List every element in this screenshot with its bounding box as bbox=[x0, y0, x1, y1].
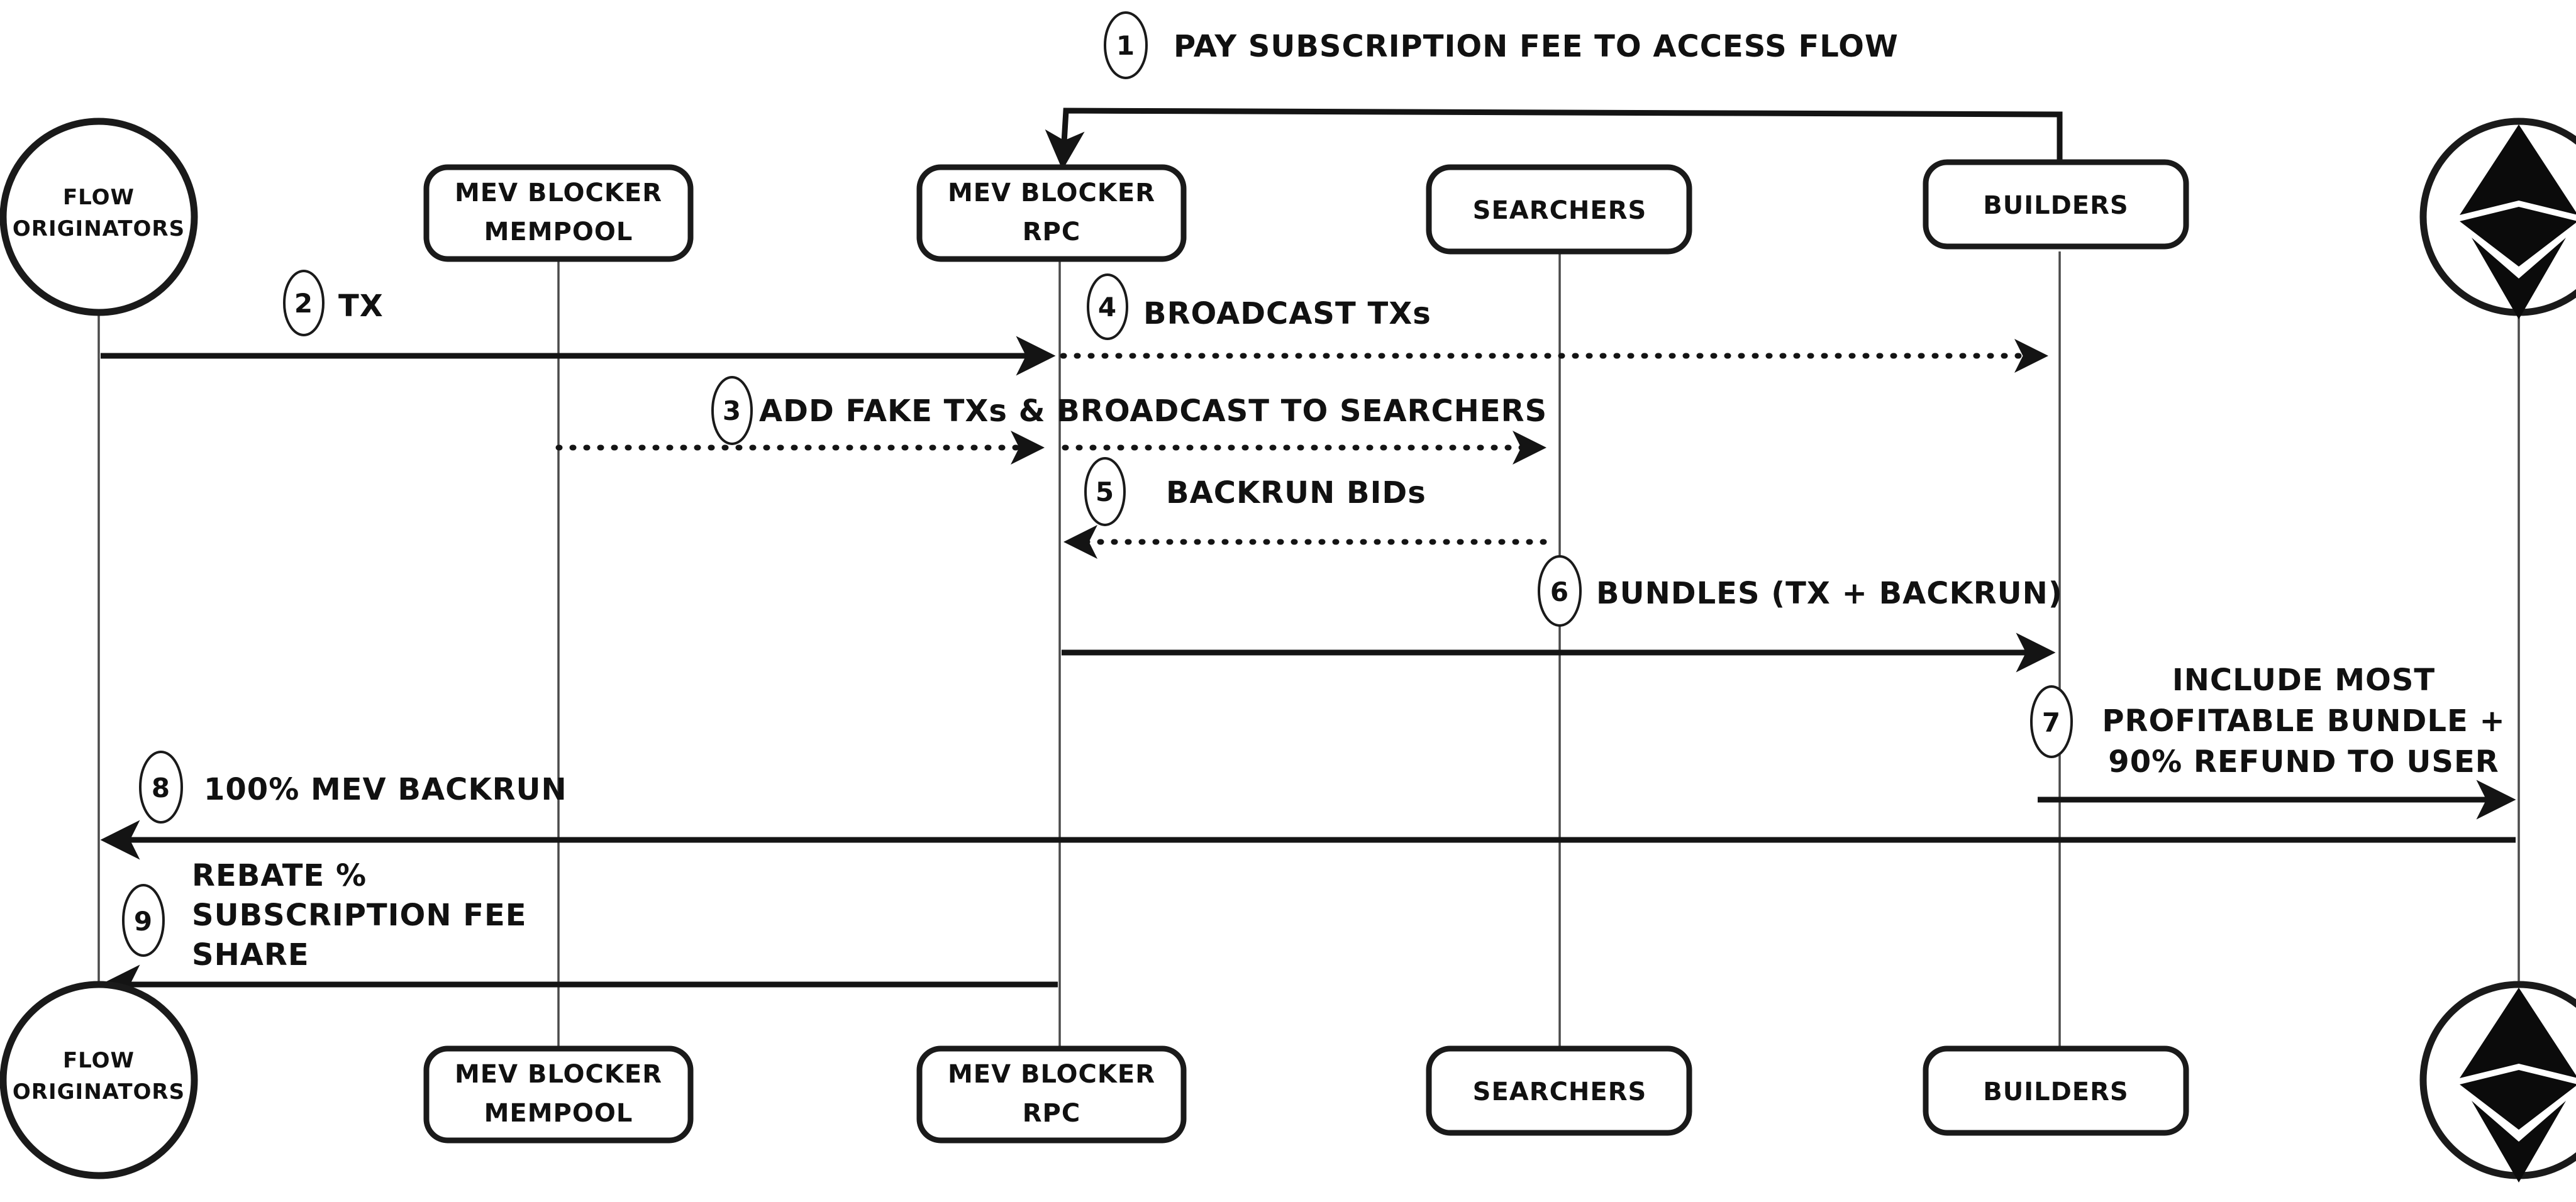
participant-builders-top[interactable]: BUILDERS bbox=[1923, 159, 2189, 250]
message-7-label-line1: INCLUDE MOST bbox=[2172, 663, 2435, 698]
message-8-group: 8 100% MEV BACKRUN bbox=[100, 751, 2516, 860]
message-2-label: TX bbox=[338, 289, 384, 324]
message-5-label: BACKRUN BIDs bbox=[1166, 475, 1426, 510]
mev-blocker-mempool-label-line1-top: MEV BLOCKER bbox=[455, 179, 662, 207]
message-7-label-line2: PROFITABLE BUNDLE + bbox=[2102, 703, 2505, 739]
message-1-label: PAY SUBSCRIPTION FEE TO ACCESS FLOW bbox=[1174, 29, 1899, 64]
message-1-group: 1 PAY SUBSCRIPTION FEE TO ACCESS FLOW bbox=[1045, 11, 2063, 201]
message-3-label: ADD FAKE TXs & BROADCAST TO SEARCHERS bbox=[759, 394, 1547, 429]
participant-mev-blocker-mempool-top[interactable]: MEV BLOCKER MEMPOOL bbox=[423, 164, 694, 262]
message-2-group: 2 TX bbox=[101, 270, 1056, 376]
mev-blocker-mempool-box-top[interactable] bbox=[423, 164, 694, 262]
builders-box-bottom[interactable] bbox=[1923, 1045, 2189, 1136]
searchers-label-top: SEARCHERS bbox=[1473, 196, 1647, 225]
message-6-group: 6 BUNDLES (TX + BACKRUN) bbox=[1062, 555, 2063, 673]
mev-blocker-rpc-label-line1-top: MEV BLOCKER bbox=[948, 179, 1155, 207]
message-9-label-line1: REBATE % bbox=[192, 858, 367, 893]
participant-mev-blocker-rpc-top[interactable]: MEV BLOCKER RPC bbox=[916, 164, 1187, 262]
participant-mev-blocker-rpc-bottom[interactable]: MEV BLOCKER RPC bbox=[916, 1045, 1187, 1144]
builders-box-top[interactable] bbox=[1923, 159, 2189, 250]
mev-blocker-rpc-label-line2-top: RPC bbox=[1023, 218, 1080, 246]
mev-blocker-rpc-box-bottom[interactable] bbox=[916, 1045, 1187, 1144]
participant-flow-originators-bottom[interactable]: FLOW ORIGINATORS bbox=[0, 981, 198, 1179]
message-8-number-badge bbox=[139, 751, 183, 824]
message-5-group: 5 BACKRUN BIDs bbox=[1063, 457, 1547, 559]
searchers-box-top[interactable] bbox=[1426, 164, 1692, 255]
message-4-number: 4 bbox=[1098, 292, 1117, 323]
builders-label-bottom: BUILDERS bbox=[1983, 1078, 2128, 1106]
message-8-label: 100% MEV BACKRUN bbox=[204, 772, 567, 807]
builders-label-top: BUILDERS bbox=[1983, 191, 2128, 220]
message-7-label-line3: 90% REFUND TO USER bbox=[2108, 744, 2499, 780]
message-8-number: 8 bbox=[152, 773, 170, 803]
message-4-number-badge bbox=[1087, 273, 1128, 340]
mev-blocker-rpc-box-top[interactable] bbox=[916, 164, 1187, 262]
participant-builders-bottom[interactable]: BUILDERS bbox=[1923, 1045, 2189, 1136]
participant-searchers-top[interactable]: SEARCHERS bbox=[1426, 164, 1692, 255]
participant-ethereum-bottom[interactable] bbox=[2419, 981, 2576, 1183]
message-3-number: 3 bbox=[723, 395, 741, 426]
mev-blocker-mempool-box-bottom[interactable] bbox=[423, 1045, 694, 1144]
message-7-number-badge bbox=[2030, 685, 2073, 758]
mev-blocker-mempool-label-line2-top: MEMPOOL bbox=[484, 218, 633, 246]
message-2-number: 2 bbox=[294, 288, 313, 319]
message-3-group: 3 ADD FAKE TXs & BROADCAST TO SEARCHERS bbox=[555, 376, 1547, 465]
message-6-label: BUNDLES (TX + BACKRUN) bbox=[1596, 576, 2063, 611]
lifelines-group bbox=[97, 251, 2520, 1080]
ethereum-diamond-icon-bottom bbox=[2460, 988, 2576, 1183]
message-3-number-badge bbox=[711, 376, 753, 445]
ethereum-diamond-icon-top bbox=[2460, 124, 2576, 319]
participant-footers-bottom: FLOW ORIGINATORS MEV BLOCKER MEMPOOL MEV… bbox=[0, 981, 2576, 1183]
message-6-number-badge bbox=[1538, 555, 1582, 627]
participant-searchers-bottom[interactable]: SEARCHERS bbox=[1426, 1045, 1692, 1136]
flow-originators-label-line2-bottom: ORIGINATORS bbox=[13, 1079, 185, 1105]
mev-blocker-mempool-label-line1-bottom: MEV BLOCKER bbox=[455, 1060, 662, 1089]
participant-mev-blocker-mempool-bottom[interactable]: MEV BLOCKER MEMPOOL bbox=[423, 1045, 694, 1144]
searchers-label-bottom: SEARCHERS bbox=[1473, 1078, 1647, 1106]
mev-blocker-rpc-label-line1-bottom: MEV BLOCKER bbox=[948, 1060, 1155, 1089]
mev-blocker-mempool-label-line2-bottom: MEMPOOL bbox=[484, 1099, 633, 1128]
message-1-number: 1 bbox=[1116, 30, 1135, 61]
flow-originators-label-line1-top: FLOW bbox=[63, 185, 135, 210]
message-1-number-badge bbox=[1104, 11, 1148, 79]
mev-blocker-rpc-label-line2-bottom: RPC bbox=[1023, 1099, 1080, 1128]
participant-ethereum-top[interactable] bbox=[2419, 118, 2576, 319]
message-4-group: 4 BROADCAST TXs bbox=[1060, 273, 2048, 373]
participant-flow-originators-top[interactable]: FLOW ORIGINATORS bbox=[0, 118, 198, 316]
message-6-number: 6 bbox=[1550, 576, 1569, 607]
flow-originators-label-line2-top: ORIGINATORS bbox=[13, 216, 185, 241]
message-9-group: 9 REBATE % SUBSCRIPTION FEE SHARE bbox=[100, 858, 1058, 1005]
participant-headers-top: FLOW ORIGINATORS MEV BLOCKER MEMPOOL MEV… bbox=[0, 118, 2576, 319]
message-1-arrow bbox=[1045, 108, 2063, 201]
flow-originators-circle-bottom[interactable] bbox=[0, 981, 198, 1179]
message-2-number-badge bbox=[283, 270, 325, 336]
message-9-number: 9 bbox=[134, 906, 153, 937]
message-5-number-badge bbox=[1084, 457, 1126, 526]
message-7-number: 7 bbox=[2042, 707, 2061, 738]
flow-originators-circle-top[interactable] bbox=[0, 118, 198, 316]
message-9-label-line3: SHARE bbox=[192, 937, 309, 973]
searchers-box-bottom[interactable] bbox=[1426, 1045, 1692, 1136]
flow-originators-label-line1-bottom: FLOW bbox=[63, 1048, 135, 1073]
message-9-label-line2: SUBSCRIPTION FEE bbox=[192, 898, 527, 933]
message-5-number: 5 bbox=[1096, 477, 1114, 507]
message-4-label: BROADCAST TXs bbox=[1143, 296, 1431, 331]
message-9-number-badge bbox=[122, 884, 165, 957]
message-7-group: 7 INCLUDE MOST PROFITABLE BUNDLE + 90% R… bbox=[2030, 663, 2516, 820]
